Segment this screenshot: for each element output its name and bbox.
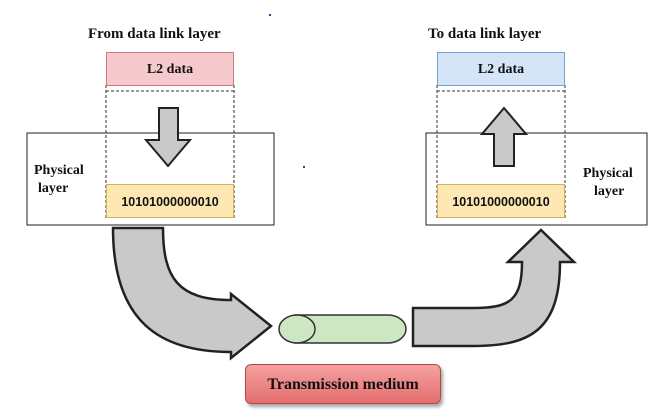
right-l2-data-box: L2 data — [437, 52, 565, 86]
down-arrow-icon — [143, 107, 193, 168]
up-arrow-icon — [479, 106, 529, 167]
left-l2-data-box: L2 data — [106, 52, 234, 86]
stray-dot — [269, 14, 271, 16]
right-layer-label-line1: Physical — [583, 166, 633, 181]
left-bits-box: 10101000000010 — [106, 184, 234, 218]
left-layer-label-line2: layer — [38, 181, 69, 196]
outgoing-curved-arrow-icon — [111, 226, 274, 361]
left-physical-layer-box — [26, 132, 275, 226]
right-physical-layer-box — [425, 132, 648, 226]
left-layer-label-line1: Physical — [34, 163, 84, 178]
right-layer-label-line2: layer — [594, 184, 625, 199]
right-bits-box: 10101000000010 — [437, 184, 565, 218]
incoming-curved-arrow-icon — [411, 228, 578, 348]
cable-end-icon — [278, 314, 316, 344]
right-title: To data link layer — [428, 26, 542, 42]
stray-dot — [303, 166, 305, 168]
left-title: From data link layer — [88, 26, 221, 42]
cable-body-icon — [294, 314, 407, 344]
transmission-medium-label: Transmission medium — [245, 364, 441, 404]
